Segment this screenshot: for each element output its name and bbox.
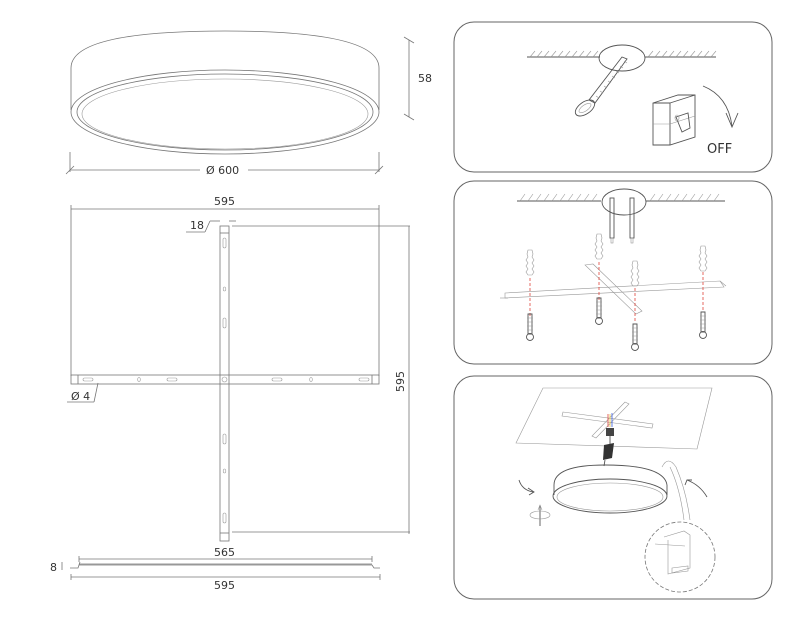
ceiling-icon xyxy=(527,44,717,72)
bracket-side-view: 565 595 8 xyxy=(50,546,381,592)
outer-length-dimension: 595 xyxy=(214,579,235,592)
off-label: OFF xyxy=(707,142,732,157)
screw-icon xyxy=(526,297,707,351)
rotate-arrow-icon xyxy=(518,479,708,526)
rotate-arrow-icon xyxy=(702,85,739,129)
lamp-side-view: 58 Ø 600 xyxy=(65,30,432,177)
wall-switch-icon xyxy=(652,94,696,146)
ceiling-icon xyxy=(517,188,725,216)
detail-callout-icon xyxy=(644,521,716,593)
drill-icon xyxy=(574,56,628,117)
inner-length-dimension: 565 xyxy=(214,546,235,559)
bracket-thickness-dimension: 18 xyxy=(190,219,204,232)
step-3-panel xyxy=(453,375,773,600)
diameter-dimension: Ø 600 xyxy=(206,164,239,177)
lamp-icon xyxy=(552,464,668,514)
height-dimension: 58 xyxy=(418,72,432,85)
bracket-width-dimension: 595 xyxy=(214,195,235,208)
step-2-panel xyxy=(453,180,773,365)
depth-dimension: 8 xyxy=(50,561,57,574)
bracket-top-view: 595 18 595 xyxy=(67,195,410,542)
bracket-height-dimension: 595 xyxy=(394,371,407,392)
mounting-bracket-icon xyxy=(500,263,727,315)
step-1-panel: OFF xyxy=(453,21,773,173)
ceiling-plate-icon xyxy=(515,387,713,450)
hole-diameter-dimension: Ø 4 xyxy=(71,390,90,403)
dowel-icon xyxy=(525,233,708,287)
